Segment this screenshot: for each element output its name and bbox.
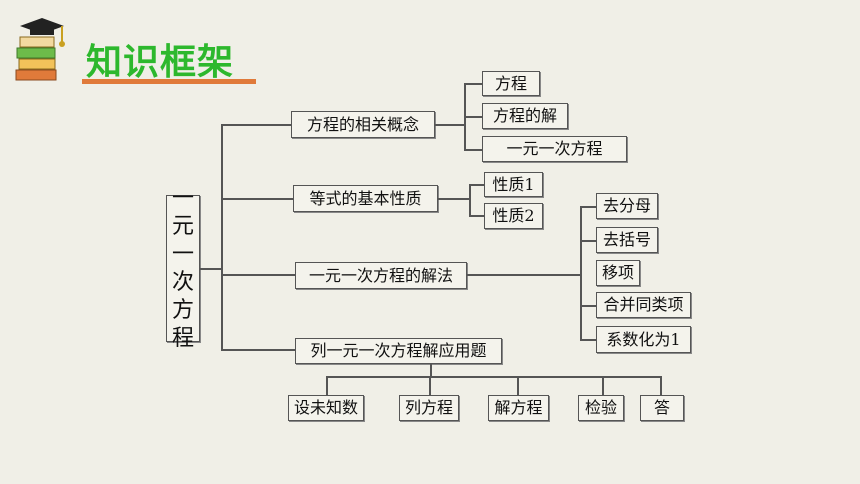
connector xyxy=(469,184,484,186)
connector xyxy=(580,240,596,242)
leaf-node: 检验 xyxy=(578,395,624,421)
connector xyxy=(221,349,295,351)
branch-node: 方程的相关概念 xyxy=(291,111,435,138)
connector xyxy=(464,83,482,85)
leaf-node: 设未知数 xyxy=(288,395,364,421)
connector xyxy=(464,149,482,151)
root-char: 一 xyxy=(171,185,194,211)
leaf-node: 去括号 xyxy=(596,227,658,253)
branch-node: 等式的基本性质 xyxy=(293,185,438,212)
books-graduation-cap-icon xyxy=(15,18,65,81)
leaf-node: 答 xyxy=(640,395,684,421)
connector xyxy=(469,184,471,216)
leaf-node: 性质2 xyxy=(484,203,543,229)
connector xyxy=(660,376,662,396)
leaf-node: 移项 xyxy=(596,260,640,286)
branch-node: 一元一次方程的解法 xyxy=(295,262,467,289)
connector xyxy=(430,364,432,377)
connector xyxy=(221,274,295,276)
connector xyxy=(464,116,482,118)
leaf-node: 方程 xyxy=(482,71,540,96)
root-node: 一 元 一 次 方 程 xyxy=(166,186,200,351)
connector xyxy=(221,124,223,350)
connector xyxy=(517,376,519,396)
leaf-node: 解方程 xyxy=(488,395,549,421)
title-underline xyxy=(82,79,256,84)
connector xyxy=(580,305,596,307)
page-title: 知识框架 xyxy=(86,42,235,83)
connector xyxy=(326,376,328,396)
connector xyxy=(438,198,470,200)
branch-node: 列一元一次方程解应用题 xyxy=(295,338,502,364)
connector xyxy=(580,206,582,340)
connector xyxy=(580,206,596,208)
connector xyxy=(580,339,596,341)
connector xyxy=(602,376,604,396)
leaf-node: 一元一次方程 xyxy=(482,136,627,162)
connector xyxy=(221,198,293,200)
connector xyxy=(467,274,581,276)
leaf-node: 列方程 xyxy=(399,395,459,421)
connector xyxy=(200,268,222,270)
connector xyxy=(435,124,465,126)
root-char: 次 xyxy=(171,269,194,295)
root-char: 程 xyxy=(171,325,194,351)
root-char: 元 xyxy=(171,213,194,239)
leaf-node: 合并同类项 xyxy=(596,292,691,318)
leaf-node: 去分母 xyxy=(596,193,658,219)
leaf-node: 性质1 xyxy=(484,172,543,197)
connector xyxy=(469,215,484,217)
leaf-node: 系数化为1 xyxy=(596,326,691,353)
root-char: 方 xyxy=(171,297,194,323)
connector xyxy=(326,376,662,378)
connector xyxy=(221,124,291,126)
root-char: 一 xyxy=(171,241,194,267)
leaf-node: 方程的解 xyxy=(482,103,568,129)
connector xyxy=(429,376,431,396)
